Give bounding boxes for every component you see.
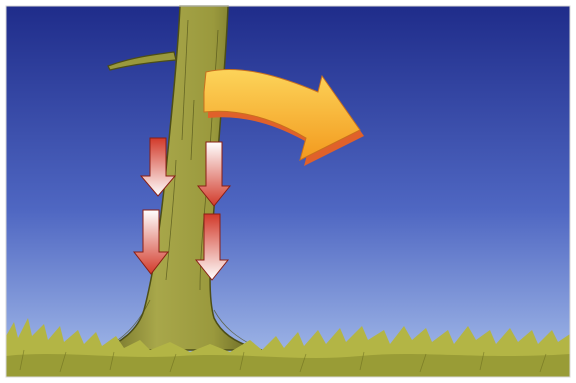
sky-background [6, 6, 570, 377]
